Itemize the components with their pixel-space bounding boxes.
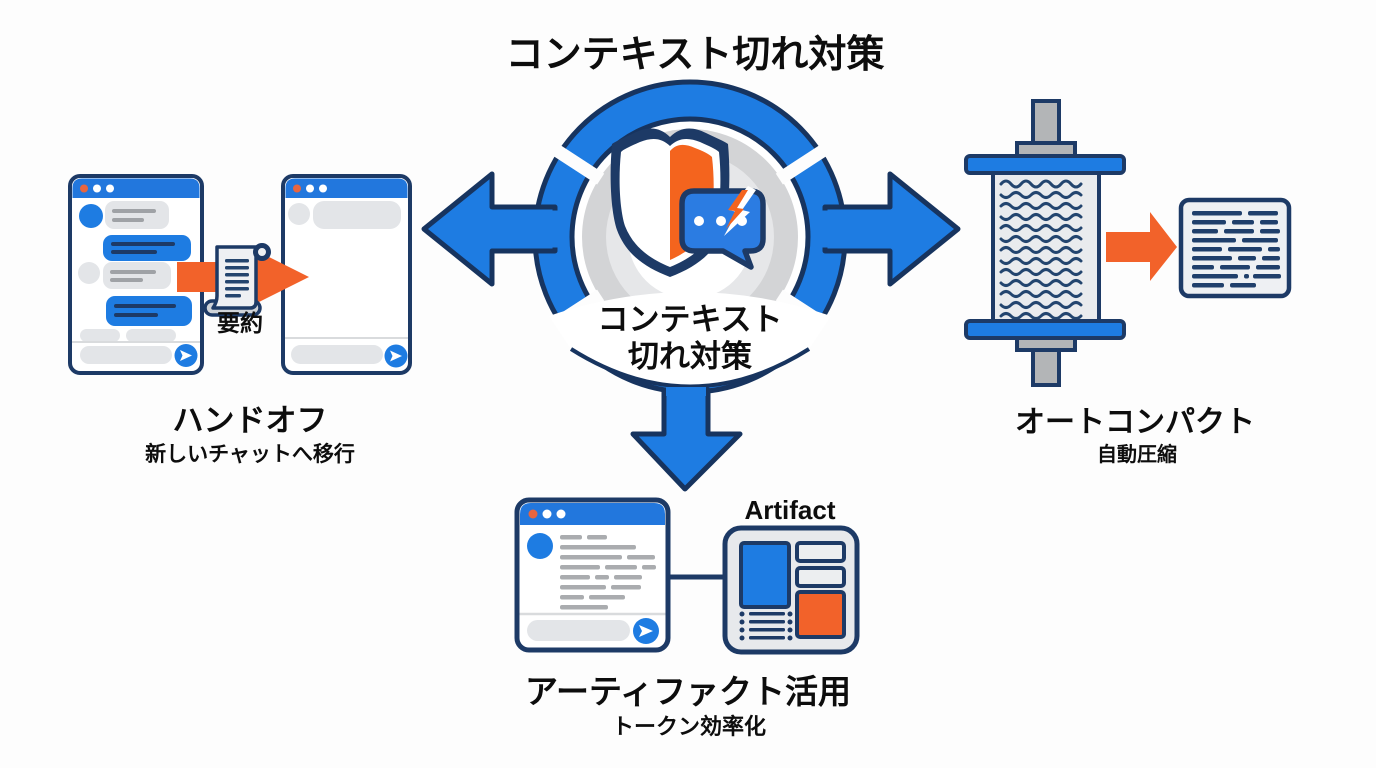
titlebar <box>285 178 408 198</box>
avatar <box>78 262 100 284</box>
window-dot-orange <box>80 184 88 193</box>
hub-label-line1: コンテキスト <box>597 302 782 337</box>
window-dot-orange <box>528 509 538 519</box>
handoff-subtitle: 新しいチャットへ移行 <box>145 442 355 466</box>
handoff-group: 要約 ハンドオフ 新しいチャットへ移行 <box>68 174 412 466</box>
window-dot <box>106 184 114 193</box>
autocompact-subtitle: 自動圧縮 <box>1097 442 1177 466</box>
autocompact-group: オートコンパクト 自動圧縮 <box>964 99 1292 466</box>
lightning-bolt-icon <box>726 190 748 229</box>
artifact-group: Artifact アーティファクト活用 トークン効率化 <box>514 495 860 739</box>
artifact-block-blue <box>739 541 791 609</box>
arrow-down <box>630 387 743 492</box>
message-input <box>291 345 383 364</box>
avatar <box>288 203 310 225</box>
window-dot <box>542 509 552 519</box>
artifact-panel-label: Artifact <box>744 495 835 525</box>
window-dot <box>93 184 101 193</box>
chat-window-artifact <box>514 497 671 653</box>
titlebar <box>72 178 200 198</box>
handoff-title: ハンドオフ <box>173 403 328 438</box>
avatar <box>79 204 103 228</box>
compressor-icon <box>964 99 1126 387</box>
artifact-block-orange <box>795 590 846 639</box>
artifact-panel <box>722 525 860 655</box>
hub-arrows <box>421 171 961 492</box>
compact-arrow <box>1106 212 1177 281</box>
artifact-subtitle: トークン効率化 <box>612 714 766 739</box>
chat-bubble-gray <box>313 201 401 229</box>
artifact-block-light <box>795 541 846 563</box>
chat-bubble-blue <box>103 235 191 261</box>
send-icon <box>180 350 192 361</box>
avatar <box>527 533 553 559</box>
broken-chat-icon <box>679 186 766 270</box>
send-icon <box>390 350 402 362</box>
message-text-lines <box>560 535 656 610</box>
center-hub: コンテキスト 切れ対策 <box>532 79 848 395</box>
window-dot <box>556 509 566 519</box>
wavy-text-lines <box>999 179 1083 320</box>
artifact-block-light <box>795 566 846 588</box>
summary-scroll-icon <box>203 243 271 317</box>
press-plate-top <box>964 154 1126 175</box>
compressed-document-icon <box>1178 197 1292 299</box>
autocompact-title: オートコンパクト <box>1015 406 1255 439</box>
window-dot <box>319 184 327 193</box>
window-dot-orange <box>293 184 301 193</box>
arrow-right <box>822 171 961 287</box>
window-dot <box>306 184 314 193</box>
chat-bubble-gray <box>103 262 171 289</box>
hub-banner <box>549 292 831 387</box>
message-input <box>80 346 172 364</box>
press-plate-bottom <box>964 319 1126 340</box>
send-icon <box>639 625 653 637</box>
arrow-left <box>421 171 558 287</box>
summary-arrow-label: 要約 <box>217 310 263 336</box>
message-input <box>527 620 630 641</box>
page-title: コンテキスト切れ対策 <box>506 34 885 76</box>
chat-bubble-blue <box>106 296 192 326</box>
chat-window-new <box>281 174 412 375</box>
chat-bubble-gray <box>105 201 169 229</box>
hub-label-line2: 切れ対策 <box>628 339 752 374</box>
artifact-list-lines <box>739 611 793 641</box>
titlebar <box>520 503 665 525</box>
artifact-title: アーティファクト活用 <box>525 673 851 710</box>
